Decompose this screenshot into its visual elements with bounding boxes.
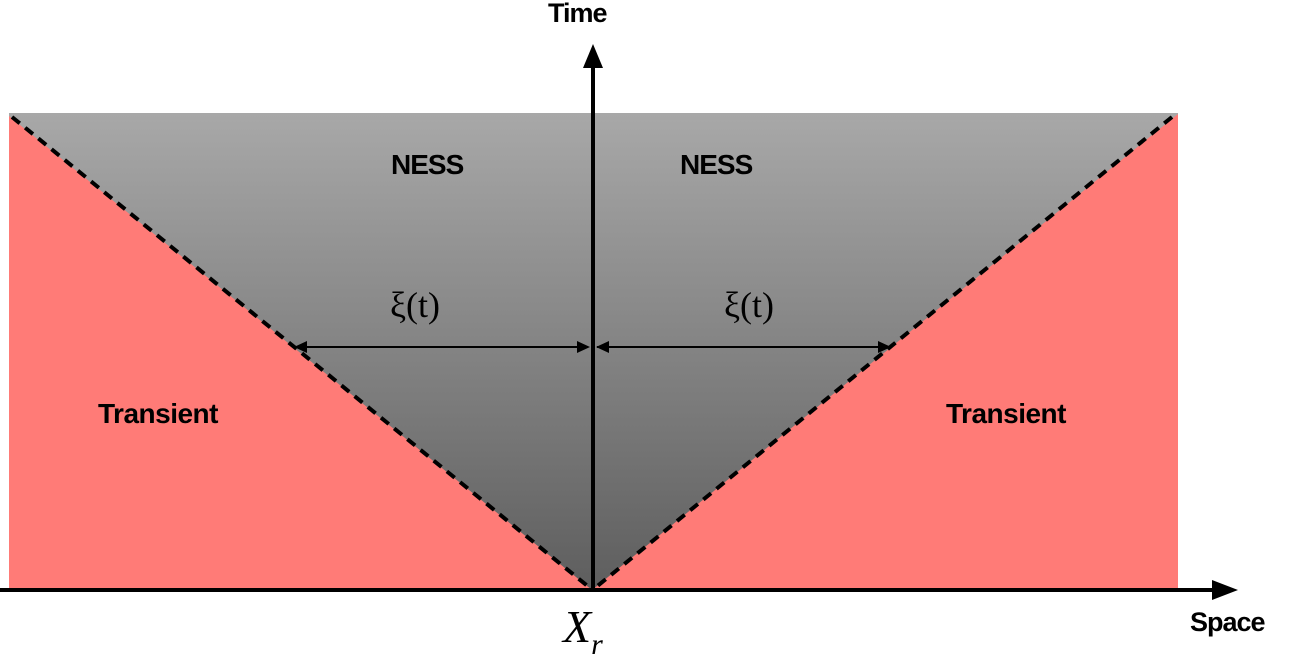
transient-region-left	[9, 116, 592, 590]
ness-label-left: NESS	[391, 149, 464, 180]
time-axis-label: Time	[548, 0, 608, 28]
time-axis-arrowhead	[583, 44, 603, 68]
cone-boundary-left	[10, 115, 592, 590]
transient-region-right	[592, 114, 1178, 590]
xi-arrow-left-head-left	[294, 341, 307, 353]
transient-label-right: Transient	[946, 398, 1066, 429]
xi-arrow-left-head-right	[577, 341, 590, 353]
space-axis-label: Space	[1190, 607, 1266, 637]
cone-boundary-right	[593, 115, 1174, 590]
xi-arrow-right-head-right	[878, 341, 891, 353]
xi-label-left: ξ(t)	[390, 285, 441, 325]
origin-label: Xr	[563, 600, 603, 661]
transient-label-left: Transient	[98, 398, 218, 429]
xi-arrow-right-head-left	[596, 341, 609, 353]
xi-label-right: ξ(t)	[724, 285, 775, 325]
space-axis-arrowhead	[1212, 580, 1238, 600]
origin-label-subscript: r	[591, 628, 603, 661]
ness-label-right: NESS	[680, 149, 753, 180]
origin-label-main: X	[563, 601, 592, 652]
